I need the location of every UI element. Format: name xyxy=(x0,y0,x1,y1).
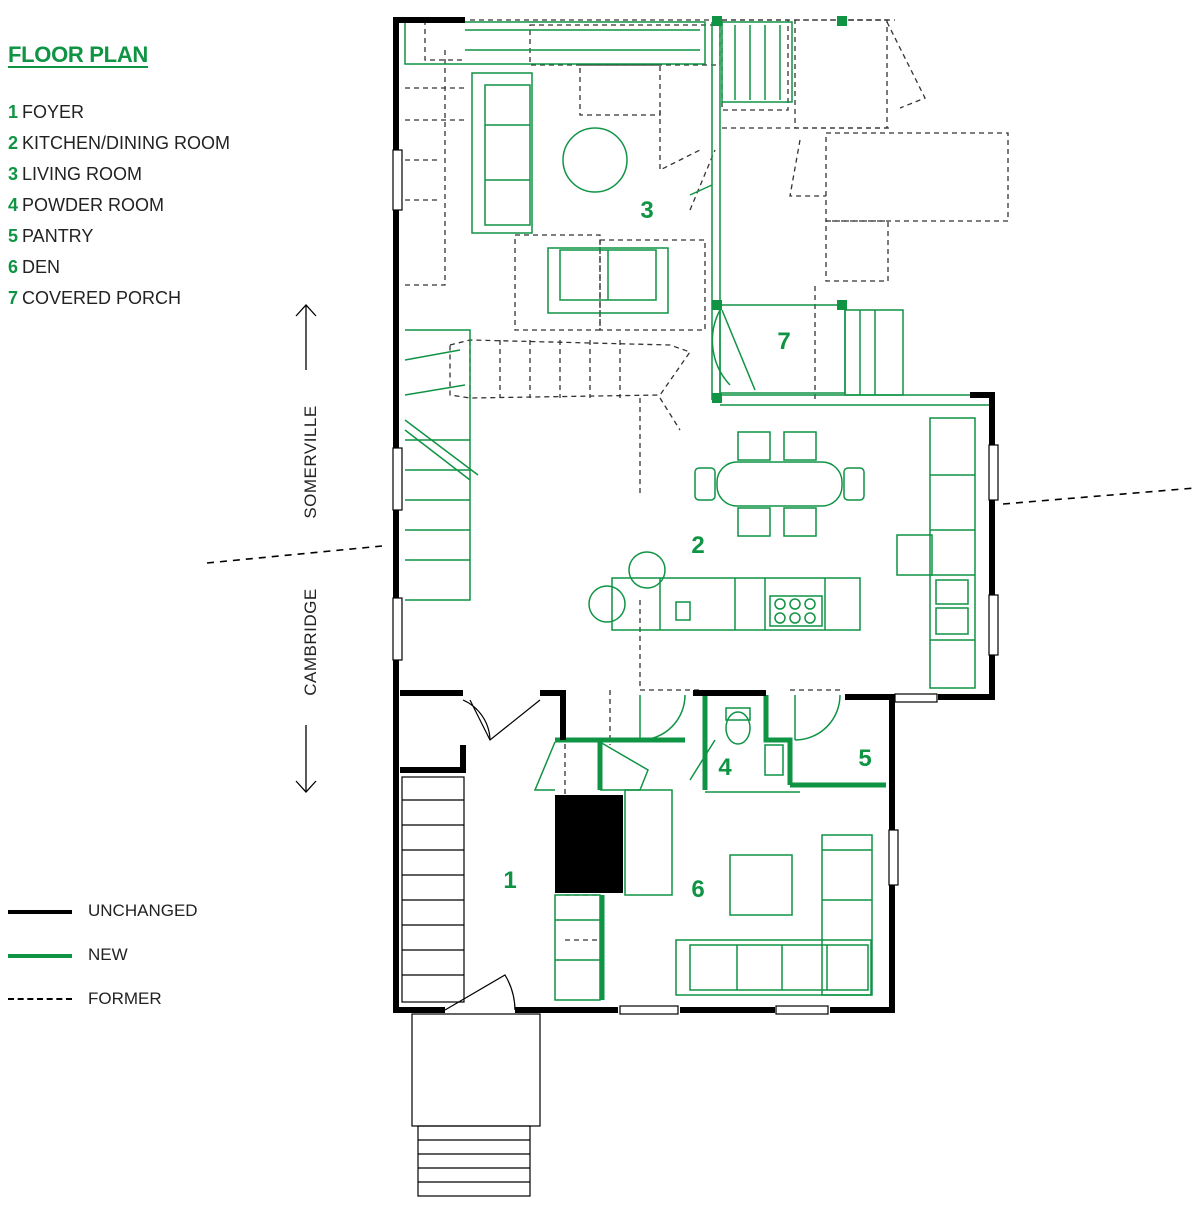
town-label-north: SOMERVILLE xyxy=(301,405,320,518)
legend-label: FORMER xyxy=(88,989,162,1008)
direction-arrows xyxy=(295,304,317,793)
chimney-block xyxy=(555,795,623,893)
room-key-label: KITCHEN/DINING ROOM xyxy=(22,133,231,153)
legend-label: UNCHANGED xyxy=(88,901,198,920)
room-key-number: 3 xyxy=(8,164,19,184)
room-number-5: 5 xyxy=(858,745,871,772)
room-key-number: 5 xyxy=(8,226,19,246)
new-walls xyxy=(555,695,886,1000)
town-boundary xyxy=(206,487,1196,564)
room-key-label: POWDER ROOM xyxy=(22,195,165,215)
room-key-number: 7 xyxy=(8,288,19,308)
room-number-3: 3 xyxy=(640,197,653,224)
room-number-1: 1 xyxy=(503,867,516,894)
former-layout xyxy=(405,19,1009,941)
room-number-6: 6 xyxy=(691,876,704,903)
new-posts xyxy=(712,16,847,403)
room-key-label: PANTRY xyxy=(22,226,94,246)
town-label-south: CAMBRIDGE xyxy=(301,588,320,695)
legend-swatch-unchanged xyxy=(8,910,72,914)
room-key-label: DEN xyxy=(22,257,61,277)
room-key-number: 2 xyxy=(8,133,19,153)
room-number-2: 2 xyxy=(691,532,704,559)
room-key-number: 1 xyxy=(8,102,19,122)
legend-swatch-new xyxy=(8,954,72,958)
room-key-number: 4 xyxy=(8,195,19,215)
plan-title: FLOOR PLAN xyxy=(8,42,148,67)
windows xyxy=(392,149,999,1015)
room-key-label: COVERED PORCH xyxy=(22,288,182,308)
room-number-4: 4 xyxy=(718,754,732,781)
room-key-label: LIVING ROOM xyxy=(22,164,143,184)
room-key-label: FOYER xyxy=(22,102,85,122)
legend-swatch-former xyxy=(8,998,72,1000)
room-number-7: 7 xyxy=(777,328,790,355)
foyer-elements xyxy=(401,699,541,1197)
room-key-number: 6 xyxy=(8,257,19,277)
new-layout xyxy=(404,21,995,1001)
legend-label: NEW xyxy=(88,945,128,964)
